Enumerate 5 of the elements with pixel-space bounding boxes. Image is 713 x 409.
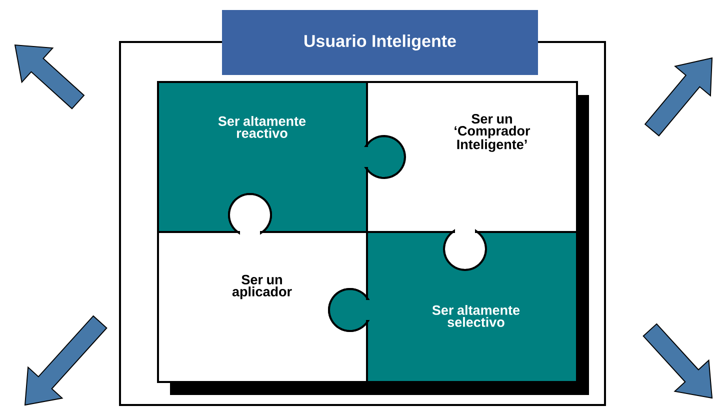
puzzle-piece: Ser un ‘Comprador Inteligente’ (364, 81, 578, 271)
puzzle-piece: Ser altamente selectivo (328, 229, 578, 383)
puzzle-piece: Ser altamente reactivo (157, 81, 406, 235)
puzzle-piece: Ser un aplicador (157, 192, 370, 383)
title-box: Usuario Inteligente (222, 10, 538, 75)
